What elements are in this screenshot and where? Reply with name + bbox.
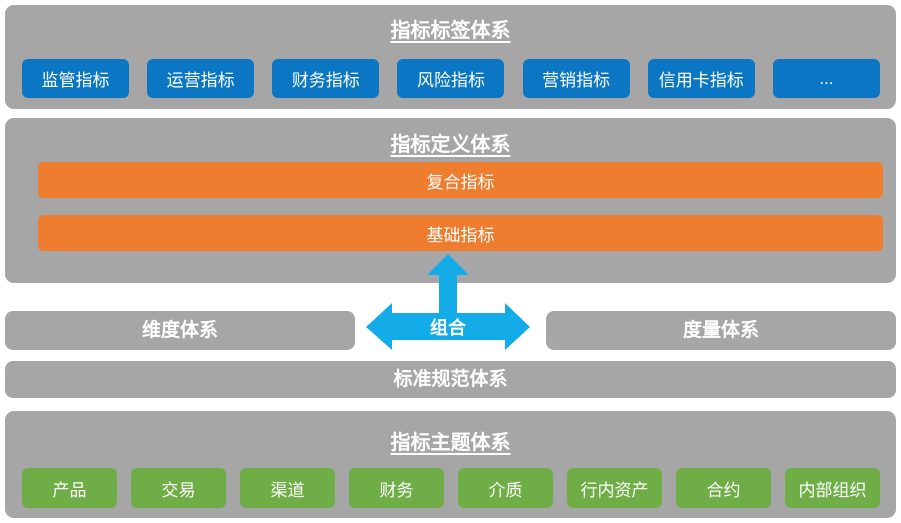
combine-arrow: 组合 <box>366 254 530 350</box>
tag-chip-creditcard: 信用卡指标 <box>647 59 755 98</box>
theme-chip-transaction: 交易 <box>131 468 226 508</box>
theme-chip-channel: 渠道 <box>240 468 335 508</box>
theme-system-title: 指标主题体系 <box>390 432 511 454</box>
standard-system-bar: 标准规范体系 <box>5 361 896 398</box>
theme-chip-row: 产品 交易 渠道 财务 介质 行内资产 合约 内部组织 <box>22 468 880 508</box>
dimension-system-box: 维度体系 <box>5 311 355 350</box>
tag-chip-marketing: 营销指标 <box>522 59 630 98</box>
basic-indicator-bar: 基础指标 <box>38 215 883 251</box>
measure-system-box: 度量体系 <box>546 311 896 350</box>
definition-system-panel: 指标定义体系 复合指标 基础指标 <box>5 118 896 283</box>
tag-chip-more: ... <box>772 59 880 98</box>
definition-system-title: 指标定义体系 <box>390 134 511 156</box>
theme-chip-internal-org: 内部组织 <box>785 468 880 508</box>
tag-chip-row: 监管指标 运营指标 财务指标 风险指标 营销指标 信用卡指标 ... <box>22 59 880 98</box>
composite-indicator-bar: 复合指标 <box>38 162 883 198</box>
tag-chip-finance: 财务指标 <box>272 59 380 98</box>
tag-chip-regulatory: 监管指标 <box>22 59 129 98</box>
theme-chip-product: 产品 <box>22 468 117 508</box>
theme-chip-medium: 介质 <box>458 468 553 508</box>
theme-chip-contract: 合约 <box>676 468 771 508</box>
theme-chip-bank-assets: 行内资产 <box>567 468 662 508</box>
tag-system-title: 指标标签体系 <box>390 20 511 42</box>
theme-chip-finance: 财务 <box>349 468 444 508</box>
tag-system-panel: 指标标签体系 监管指标 运营指标 财务指标 风险指标 营销指标 信用卡指标 ..… <box>5 5 896 109</box>
tag-chip-operations: 运营指标 <box>147 59 255 98</box>
tag-chip-risk: 风险指标 <box>397 59 505 98</box>
combine-arrow-label: 组合 <box>430 317 467 338</box>
combine-arrow-shape <box>366 254 530 350</box>
theme-system-panel: 指标主题体系 产品 交易 渠道 财务 介质 行内资产 合约 内部组织 <box>5 411 896 518</box>
